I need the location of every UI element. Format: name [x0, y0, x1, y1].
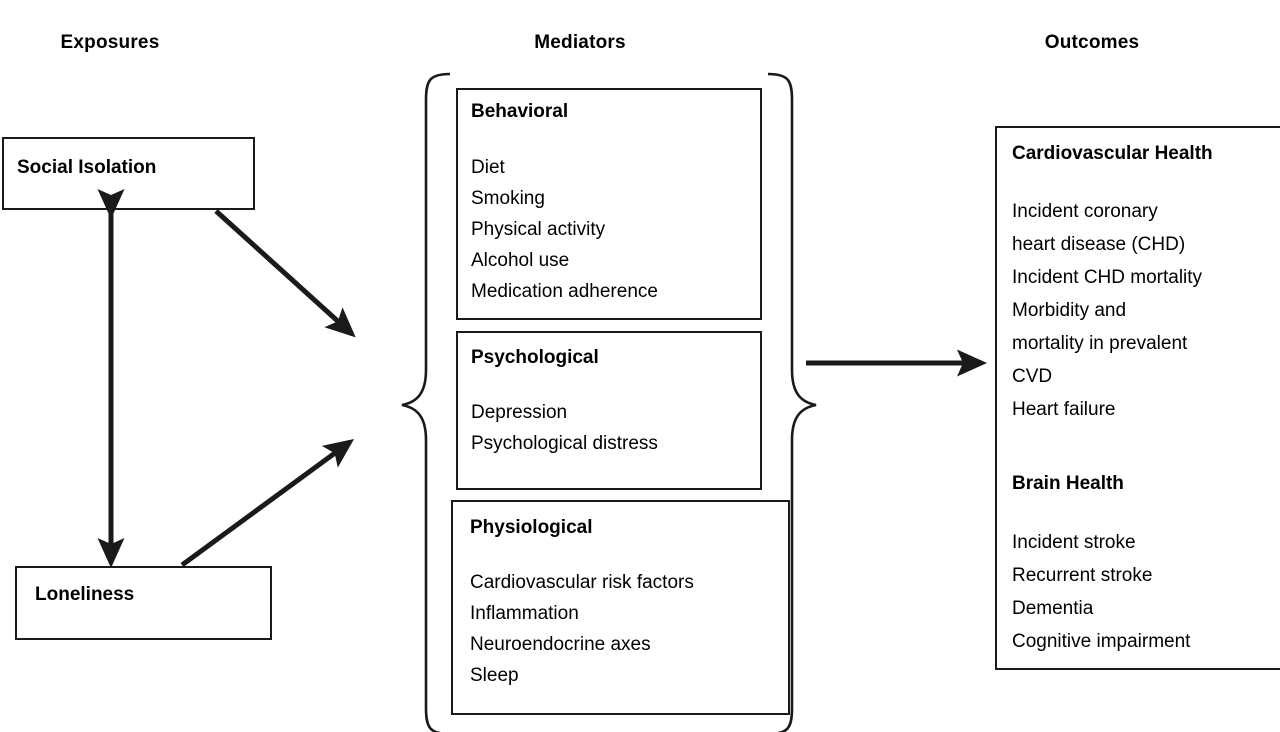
list-item: Incident coronary — [1012, 201, 1158, 222]
mediator-card-psychological-title: Psychological — [471, 347, 599, 368]
outcomes-group-brain-health-items: Incident stroke Recurrent stroke Dementi… — [1012, 526, 1190, 658]
column-header-exposures: Exposures — [60, 32, 160, 53]
mediator-card-physiological[interactable] — [451, 500, 790, 715]
outcomes-group-cardiovascular-health-title: Cardiovascular Health — [1012, 143, 1213, 164]
list-item: Sleep — [470, 665, 519, 686]
exposure-node-social-isolation[interactable] — [2, 137, 255, 210]
list-item: mortality in prevalent — [1012, 333, 1188, 354]
list-item: heart disease (CHD) — [1012, 234, 1186, 255]
mediator-card-physiological-title: Physiological — [470, 517, 593, 538]
mediator-card-behavioral-title: Behavioral — [471, 101, 569, 122]
mediators-left-brace — [401, 72, 451, 732]
list-item: Smoking — [471, 188, 545, 209]
column-header-outcomes: Outcomes — [1044, 32, 1140, 53]
list-item: Diet — [471, 157, 505, 178]
exposure-node-social-isolation-label: Social Isolation — [17, 157, 157, 178]
list-item: Dementia — [1012, 598, 1094, 619]
list-item: Depression — [471, 402, 568, 423]
list-item: Heart failure — [1012, 399, 1116, 420]
list-item: Psychological distress — [471, 433, 658, 454]
list-item: Incident stroke — [1012, 532, 1136, 553]
outcomes-group-brain-health-title: Brain Health — [1012, 473, 1124, 494]
list-item: Recurrent stroke — [1012, 565, 1153, 586]
list-item: CVD — [1012, 366, 1053, 387]
outcomes-box[interactable] — [995, 126, 1280, 670]
mediators-right-brace — [767, 72, 817, 732]
list-item: Alcohol use — [471, 250, 570, 271]
list-item: Medication adherence — [471, 281, 658, 302]
exposure-node-loneliness-label: Loneliness — [35, 584, 135, 605]
connector-loneliness-to-mediators — [180, 439, 355, 568]
mediator-card-psychological[interactable] — [456, 331, 762, 490]
exposure-node-loneliness[interactable] — [15, 566, 272, 640]
mediator-card-psychological-items: Depression Psychological distress — [471, 397, 658, 459]
list-item: Cognitive impairment — [1012, 631, 1191, 652]
outcomes-group-cardiovascular-health-items: Incident coronary heart disease (CHD) In… — [1012, 195, 1202, 426]
mediator-card-behavioral-items: Diet Smoking Physical activity Alcohol u… — [471, 152, 658, 307]
list-item: Morbidity and — [1012, 300, 1127, 321]
mediator-card-physiological-items: Cardiovascular risk factors Inflammation… — [470, 567, 694, 691]
column-header-mediators: Mediators — [534, 32, 626, 53]
list-item: Physical activity — [471, 219, 606, 240]
connector-isolation-to-mediators — [214, 209, 356, 338]
list-item: Inflammation — [470, 603, 579, 624]
list-item: Neuroendocrine axes — [470, 634, 651, 655]
list-item: Cardiovascular risk factors — [470, 572, 694, 593]
list-item: Incident CHD mortality — [1012, 267, 1203, 288]
mediator-card-behavioral[interactable] — [456, 88, 762, 320]
